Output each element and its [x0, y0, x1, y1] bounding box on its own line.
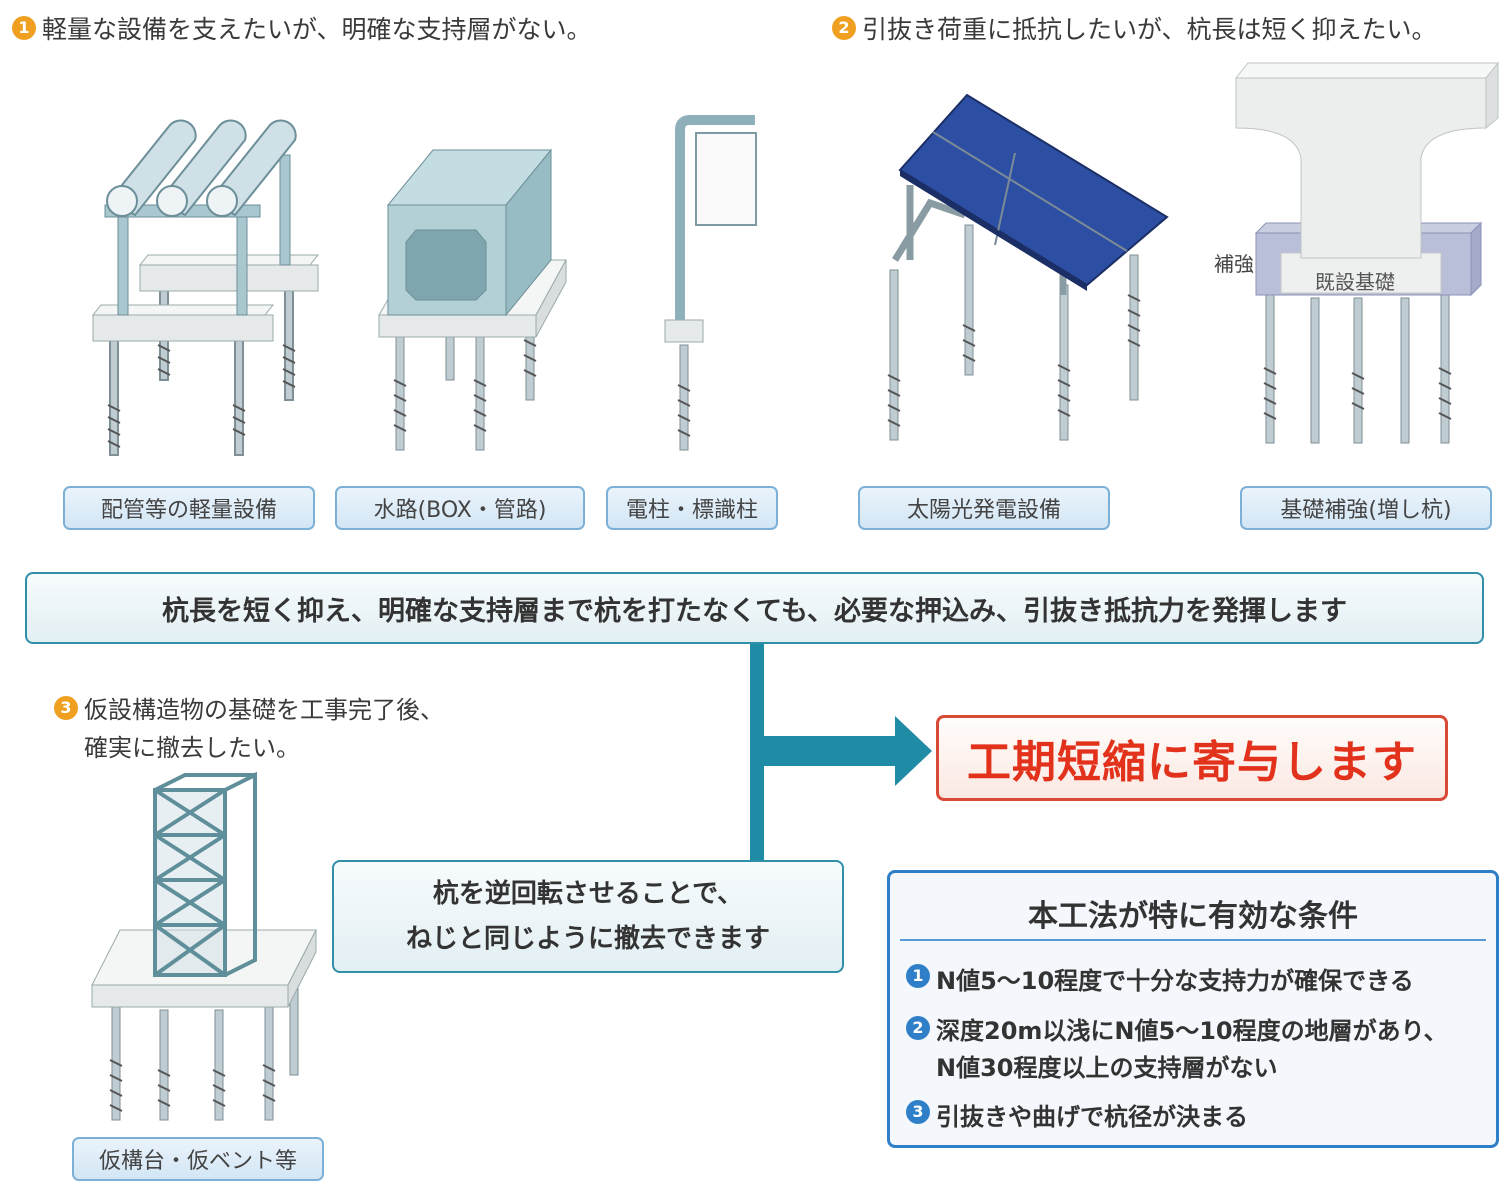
section1-heading: 1 軽量な設備を支えたいが、明確な支持層がない。 — [12, 10, 592, 46]
condition-number-1: 1 — [906, 964, 930, 988]
temporary-structure-illustration — [91, 771, 317, 1121]
condition-number-3: 3 — [906, 1100, 930, 1124]
waterway-illustration — [378, 148, 567, 451]
section3-line2: 確実に撤去したい。 — [84, 734, 300, 762]
flow-arrow — [750, 644, 932, 862]
main-message: 杭長を短く抑え、明確な支持層まで杭を打たなくても、必要な押込み、引抜き抵抗力を発… — [161, 595, 1348, 627]
conditions-box: 本工法が特に有効な条件 1 N値5〜10程度で十分な支持力が確保できる 2 深度… — [887, 870, 1499, 1148]
removal-message-box: 杭を逆回転させることで、 ねじと同じように撤去できます — [332, 860, 844, 973]
result-text: 工期短縮に寄与します — [967, 737, 1417, 788]
piping-illustration — [91, 119, 320, 456]
section3-line1: 仮設構造物の基礎を工事完了後、 — [84, 696, 444, 724]
existing-foundation-label: 既設基礎 — [1315, 270, 1395, 294]
condition-text-1: N値5〜10程度で十分な支持力が確保できる — [936, 967, 1414, 995]
condition-text-3: 引抜きや曲げで杭径が決まる — [936, 1103, 1248, 1131]
label-waterway: 水路(BOX・管路) — [335, 486, 585, 530]
section1-number: 1 — [12, 16, 36, 40]
section3-number: 3 — [54, 695, 78, 720]
label-solar: 太陽光発電設備 — [858, 486, 1110, 530]
section2-heading: 2 引抜き荷重に抵抗したいが、杭長は短く抑えたい。 — [832, 10, 1437, 46]
conditions-title: 本工法が特に有効な条件 — [1028, 899, 1358, 934]
section3-heading: 3 仮設構造物の基礎を工事完了後、 — [54, 690, 444, 725]
label-temporary: 仮構台・仮ベント等 — [72, 1137, 324, 1181]
label-piping: 配管等の軽量設備 — [63, 486, 315, 530]
condition-text-2b: N値30程度以上の支持層がない — [936, 1054, 1278, 1083]
condition-item-3: 3 引抜きや曲げで杭径が決まる — [906, 1097, 1248, 1132]
section2-number: 2 — [832, 16, 856, 40]
pole-illustration — [664, 115, 757, 451]
condition-number-2: 2 — [906, 1016, 930, 1040]
removal-message-line2: ねじと同じように撤去できます — [405, 923, 770, 954]
label-pole: 電柱・標識柱 — [606, 486, 778, 530]
result-box: 工期短縮に寄与します — [936, 715, 1448, 801]
section1-title: 軽量な設備を支えたいが、明確な支持層がない。 — [42, 15, 592, 44]
solar-illustration — [887, 93, 1169, 441]
label-foundation: 基礎補強(増し杭) — [1240, 486, 1492, 530]
condition-item-2: 2 深度20m以浅にN値5〜10程度の地層があり、 N値30程度以上の支持層がな… — [906, 1013, 1448, 1087]
conditions-divider — [900, 939, 1486, 941]
section2-title: 引抜き荷重に抵抗したいが、杭長は短く抑えたい。 — [862, 15, 1437, 44]
condition-item-1: 1 N値5〜10程度で十分な支持力が確保できる — [906, 961, 1414, 996]
reinforce-annotation: 補強 — [1214, 252, 1254, 276]
condition-text-2: 深度20m以浅にN値5〜10程度の地層があり、 — [936, 1017, 1448, 1045]
removal-message-line1: 杭を逆回転させることで、 — [432, 879, 744, 910]
foundation-illustration — [1234, 61, 1500, 444]
main-message-box: 杭長を短く抑え、明確な支持層まで杭を打たなくても、必要な押込み、引抜き抵抗力を発… — [25, 572, 1484, 644]
